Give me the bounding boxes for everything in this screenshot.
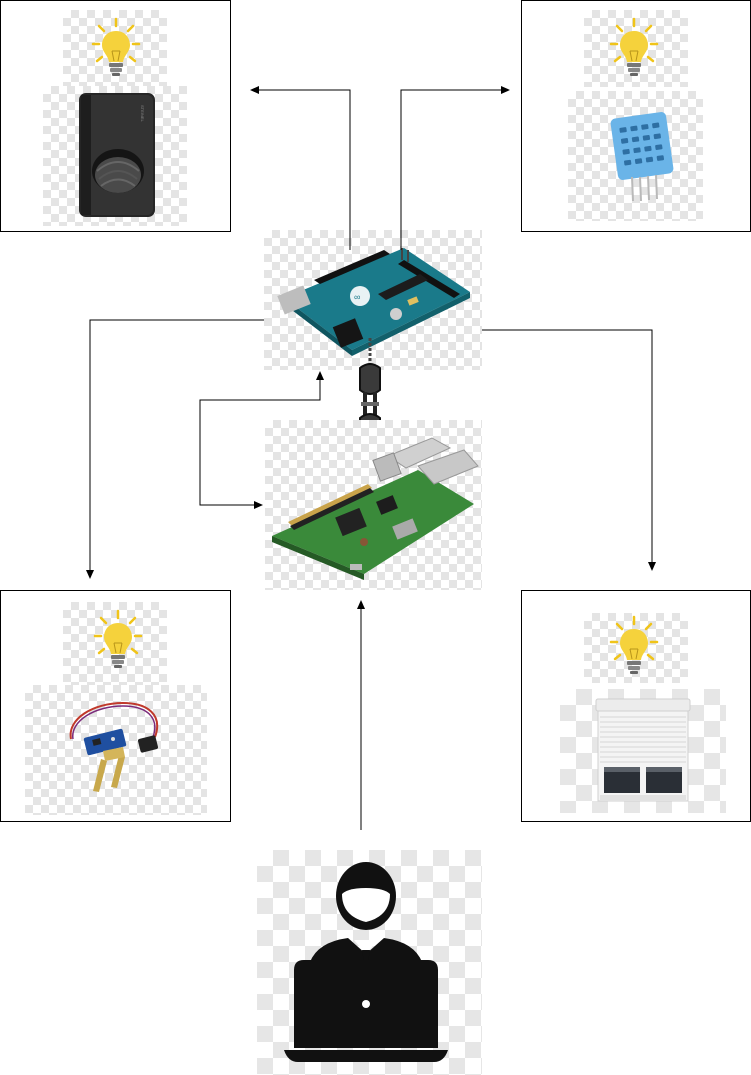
raspberry-pi-board-icon — [272, 437, 479, 580]
node-soil-moisture-sensor — [0, 590, 231, 822]
pir-motion-sensor-icon: STEINEL — [79, 93, 155, 217]
user-laptop-icon — [284, 862, 448, 1062]
node-roller-shutter — [521, 590, 751, 822]
soil-moisture-sensor-icon — [69, 701, 159, 792]
svg-text:∞: ∞ — [354, 292, 360, 302]
light-bulb-icon — [93, 609, 143, 668]
edge-arduino-to-roller-shutter — [482, 329, 656, 571]
light-bulb-icon — [609, 615, 659, 674]
roller-shutter-icon — [595, 698, 691, 802]
dht11-sensor-icon — [610, 112, 674, 202]
edge-arduino-to-motion-sensor — [250, 86, 351, 250]
edge-arduino-to-humidity-sensor — [400, 86, 510, 250]
svg-text:STEINEL: STEINEL — [140, 105, 145, 122]
edge-arduino-to-raspberry-pi — [199, 500, 263, 509]
arduino-board-icon: ∞ — [277, 248, 470, 356]
light-bulb-icon — [91, 17, 141, 76]
edge-arduino-to-soil-moisture-sensor — [86, 319, 264, 579]
node-humidity-sensor — [521, 0, 751, 232]
light-bulb-icon — [609, 17, 659, 76]
node-motion-sensor: STEINEL — [0, 0, 231, 232]
